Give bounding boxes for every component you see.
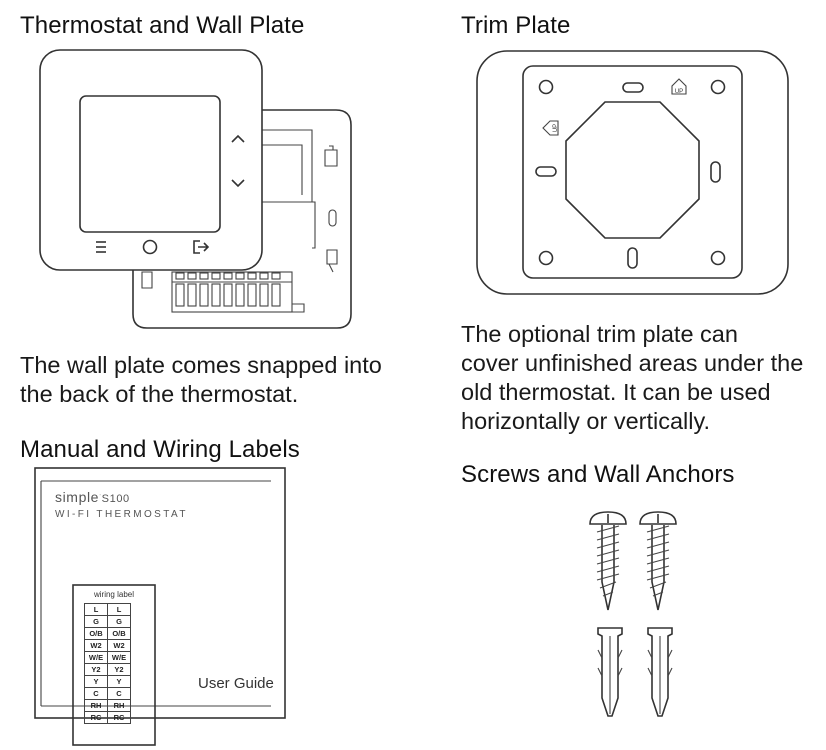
wiring-label-title: wiring label bbox=[93, 590, 135, 599]
wall-anchor bbox=[597, 627, 623, 717]
wiring-label-cell: RH bbox=[107, 699, 131, 712]
mount-slot bbox=[710, 161, 721, 183]
thermostat-body bbox=[39, 49, 263, 271]
manual-model: S100 bbox=[101, 493, 130, 505]
mount-hole bbox=[538, 79, 554, 95]
up-marker-icon: UP bbox=[671, 78, 687, 95]
user-guide-label: User Guide bbox=[198, 675, 274, 692]
manual-brand-name: simple bbox=[55, 489, 100, 505]
screws-heading: Screws and Wall Anchors bbox=[461, 461, 735, 488]
thermostat-description: The wall plate comes snapped into the ba… bbox=[20, 351, 420, 409]
wiring-label-cell: Y2 bbox=[107, 663, 131, 676]
trim-plate-inner bbox=[522, 65, 743, 279]
up-marker-side-label: UP bbox=[553, 124, 559, 132]
down-arrow-icon bbox=[231, 179, 245, 188]
up-marker-side-icon: UP bbox=[542, 120, 559, 136]
thermostat-screen bbox=[79, 95, 221, 233]
screw bbox=[639, 511, 677, 611]
manual-brand: simple·S100 bbox=[55, 489, 130, 505]
screw bbox=[589, 511, 627, 611]
mount-slot bbox=[627, 247, 638, 269]
wiring-label-cell: RC bbox=[107, 711, 131, 724]
home-icon bbox=[142, 239, 158, 255]
thermostat-description-line: the back of the thermostat. bbox=[20, 381, 299, 407]
mount-hole bbox=[710, 250, 726, 266]
trim-plate-description-line: old thermostat. It can be used bbox=[461, 379, 771, 405]
trim-plate-description: The optional trim plate can cover unfini… bbox=[461, 320, 821, 436]
terminal-screws bbox=[172, 272, 292, 307]
trim-plate-description-line: The optional trim plate can bbox=[461, 321, 738, 347]
exit-icon bbox=[193, 240, 210, 254]
manual-heading: Manual and Wiring Labels bbox=[20, 436, 300, 463]
mount-slot bbox=[535, 166, 557, 177]
mount-hole bbox=[710, 79, 726, 95]
thermostat-heading: Thermostat and Wall Plate bbox=[20, 12, 305, 39]
trim-plate-opening bbox=[565, 101, 700, 239]
mount-slot bbox=[622, 82, 644, 93]
up-marker-label: UP bbox=[675, 89, 683, 95]
manual-subtitle: WI-FI THERMOSTAT bbox=[55, 509, 188, 520]
trim-plate-heading: Trim Plate bbox=[461, 12, 571, 39]
mount-hole bbox=[538, 250, 554, 266]
trim-plate-description-line: cover unfinished areas under the bbox=[461, 350, 804, 376]
wall-anchor bbox=[647, 627, 673, 717]
manual-booklet bbox=[34, 467, 286, 719]
trim-plate-outer bbox=[476, 50, 789, 295]
wiring-label-cell: L bbox=[107, 603, 131, 616]
thermostat-description-line: The wall plate comes snapped into bbox=[20, 352, 382, 378]
menu-icon bbox=[96, 241, 106, 253]
trim-plate-description-line: horizontally or vertically. bbox=[461, 408, 711, 434]
up-arrow-icon bbox=[231, 134, 245, 143]
wiring-label-card bbox=[72, 584, 156, 746]
wall-plate bbox=[132, 109, 352, 329]
